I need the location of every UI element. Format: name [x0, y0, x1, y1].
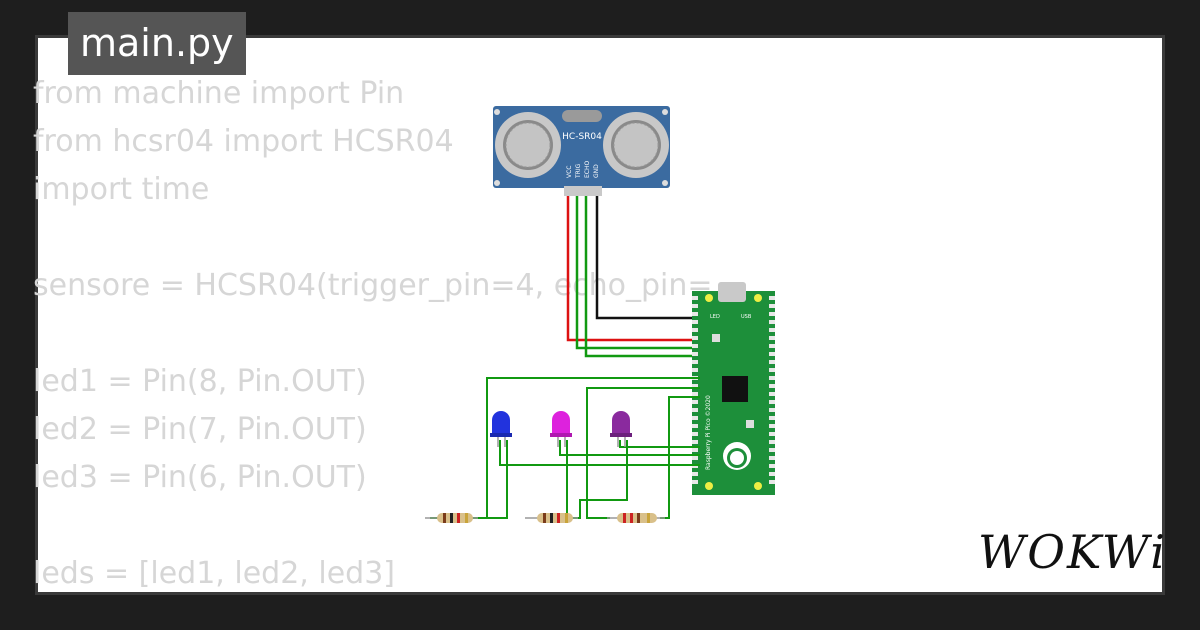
sensor-pin-label: VCC — [566, 166, 573, 178]
ground-wire[interactable] — [595, 196, 700, 320]
code-line: led1 = Pin(8, Pin.OUT) — [33, 364, 367, 399]
resistor-2[interactable] — [525, 513, 578, 523]
sensor-pin-label: ECHO — [584, 161, 591, 178]
power-wire[interactable] — [566, 196, 700, 342]
led-1[interactable] — [490, 411, 512, 447]
code-line: from machine import Pin — [33, 76, 405, 111]
led-3[interactable] — [610, 411, 632, 447]
usb-connector — [718, 282, 746, 302]
sensor-label: HC-SR04 — [562, 132, 602, 142]
resistor-1[interactable] — [425, 513, 478, 523]
led3-resistor-wire[interactable] — [540, 440, 628, 519]
code-line: import time — [33, 172, 210, 207]
pico-pins-left — [692, 296, 698, 484]
led1-resistor-wire[interactable] — [475, 440, 508, 519]
led2-wire[interactable] — [559, 440, 700, 456]
code-line: led3 = Pin(6, Pin.OUT) — [33, 460, 367, 495]
led2-resistor-wire[interactable] — [566, 440, 575, 519]
code-line: sensore = HCSR04(trigger_pin=4, echo_pin… — [33, 268, 713, 303]
code-line: leds = [led1, led2, led3] — [33, 556, 395, 591]
led3-wire[interactable] — [619, 440, 700, 448]
led-2[interactable] — [550, 411, 572, 447]
resistor-3[interactable] — [607, 513, 665, 523]
wokwi-logo: WOKWi — [978, 525, 1167, 579]
trig-wire[interactable] — [575, 196, 700, 350]
ultrasonic-sensor[interactable]: HC-SR04 VCC TRIG ECHO GND — [493, 106, 670, 196]
file-tab[interactable]: main.py — [68, 12, 246, 75]
frame-border-bottom — [35, 592, 1165, 595]
sensor-pin-label: TRIG — [575, 163, 582, 179]
usb-label: USB — [741, 314, 752, 320]
pico-board[interactable]: USB LED Raspberry Pi Pico ©2020 — [692, 282, 775, 495]
echo-wire[interactable] — [584, 196, 700, 358]
led-label: LED — [710, 314, 720, 320]
led1-wire[interactable] — [499, 440, 700, 466]
pico-pins-right — [769, 296, 775, 484]
code-line: led2 = Pin(7, Pin.OUT) — [33, 412, 367, 447]
frame-bottom — [0, 594, 1200, 630]
board-name-label: Raspberry Pi Pico ©2020 — [705, 395, 712, 470]
code-preview: from machine import Pin from hcsr04 impo… — [33, 70, 713, 598]
led-wires — [430, 377, 700, 519]
led-ground-wire[interactable] — [586, 387, 700, 519]
code-line: from hcsr04 import HCSR04 — [33, 124, 454, 159]
sensor-pin-label: GND — [593, 164, 600, 178]
